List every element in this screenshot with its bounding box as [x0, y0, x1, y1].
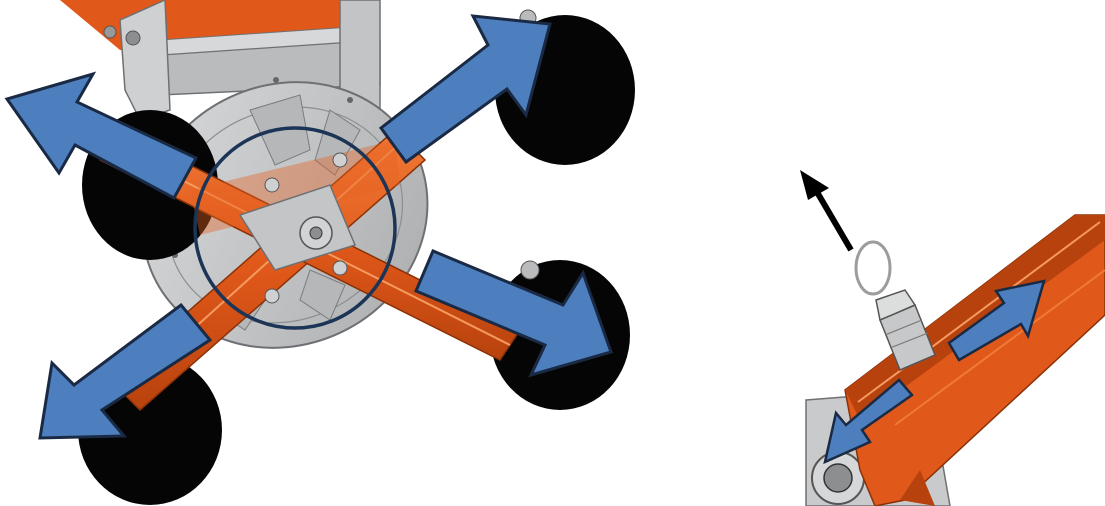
quick-release-pin-detail-view	[800, 170, 1105, 506]
lifter-frame-view	[7, 0, 635, 505]
pull-ring	[856, 242, 890, 294]
quick-release-pin	[856, 242, 935, 370]
orange-tube	[845, 215, 1105, 506]
pull-out-arrow-icon	[800, 170, 851, 250]
